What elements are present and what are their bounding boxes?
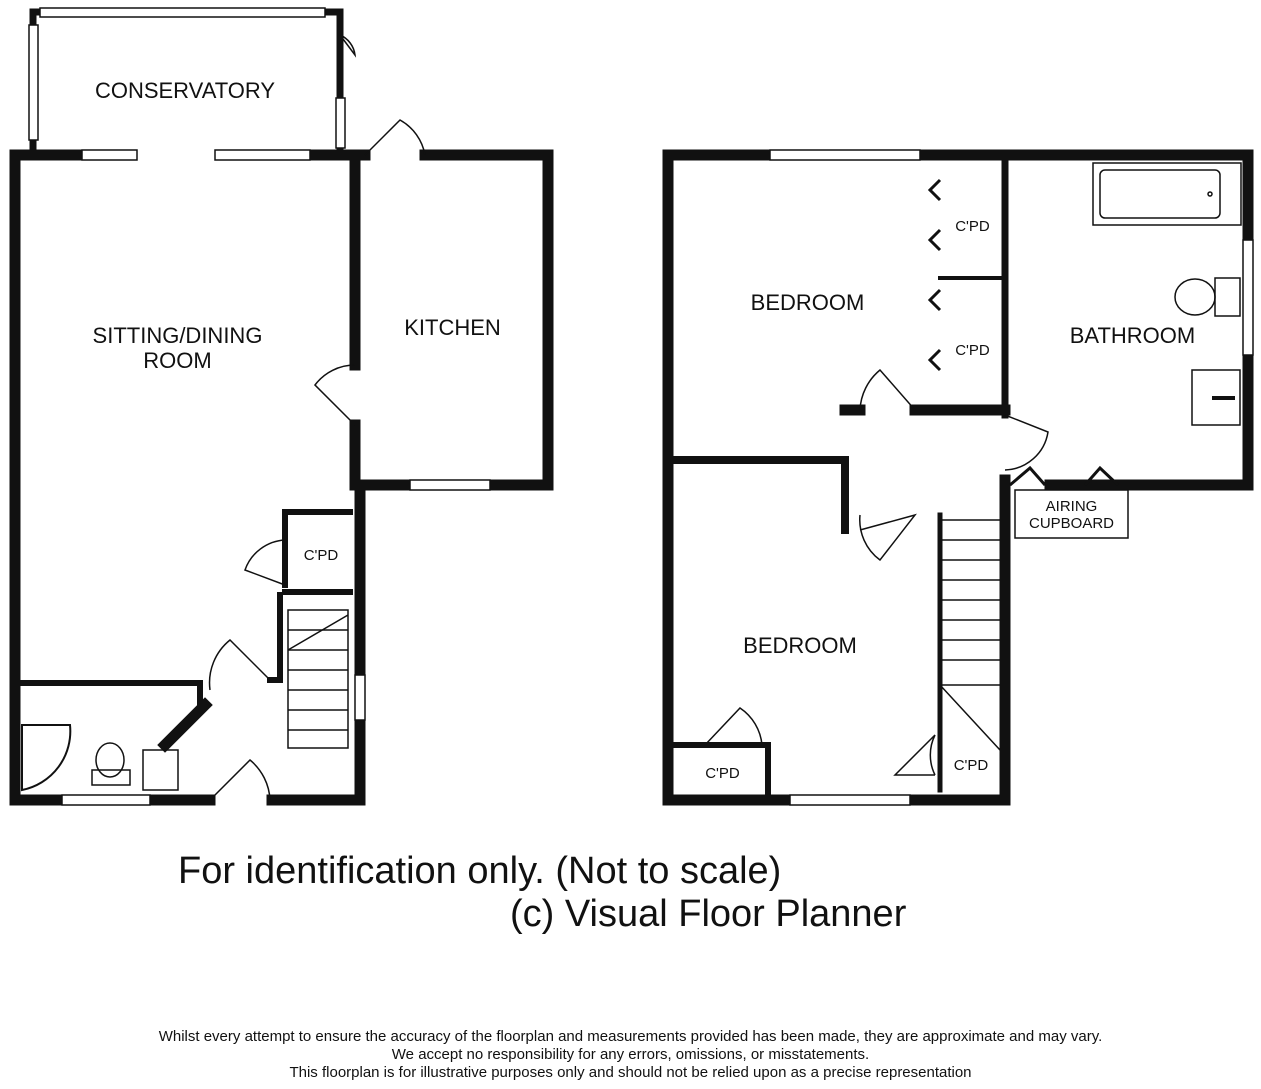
ground-floor-windows bbox=[28, 7, 491, 806]
room-label-cupboard: C'PD bbox=[955, 218, 990, 235]
room-label-line: CUPBOARD bbox=[1028, 515, 1114, 532]
room-label-line: SITTING/DINING bbox=[92, 323, 263, 348]
disclaimer: Whilst every attempt to ensure the accur… bbox=[0, 1028, 1261, 1082]
room-label-cupboard: C'PD bbox=[705, 765, 740, 782]
room-label-cupboard: C'PD bbox=[953, 757, 989, 774]
first-floor-fixtures bbox=[704, 162, 1242, 776]
room-label-bedroom-1: BEDROOM bbox=[750, 290, 865, 315]
disclaimer-line: This floorplan is for illustrative purpo… bbox=[289, 1064, 972, 1081]
room-label-cupboard: C'PD bbox=[955, 342, 990, 359]
room-label-conservatory: CONSERVATORY bbox=[94, 78, 276, 103]
ground-floor-walls bbox=[9, 8, 554, 806]
copyright-note: (c) Visual Floor Planner bbox=[510, 893, 907, 935]
identification-note: For identification only. (Not to scale) bbox=[178, 850, 782, 892]
room-label-line: ROOM bbox=[143, 348, 212, 373]
room-label-cupboard: C'PD bbox=[303, 547, 339, 564]
room-label-line: AIRING bbox=[1045, 498, 1098, 515]
first-floor-windows bbox=[769, 149, 1254, 806]
room-label-kitchen: KITCHEN bbox=[404, 315, 501, 340]
room-label-bedroom-2: BEDROOM bbox=[743, 633, 857, 658]
disclaimer-line: Whilst every attempt to ensure the accur… bbox=[158, 1028, 1103, 1045]
room-label-airing-cupboard: AIRING CUPBOARD bbox=[1015, 498, 1128, 532]
room-label-sitting-dining: SITTING/DINING ROOM bbox=[60, 323, 295, 373]
ground-floor-doors bbox=[21, 34, 426, 801]
first-floor-walls bbox=[662, 149, 1254, 806]
room-label-bathroom: BATHROOM bbox=[1069, 323, 1196, 348]
disclaimer-line: We accept no responsibility for any erro… bbox=[391, 1046, 870, 1063]
